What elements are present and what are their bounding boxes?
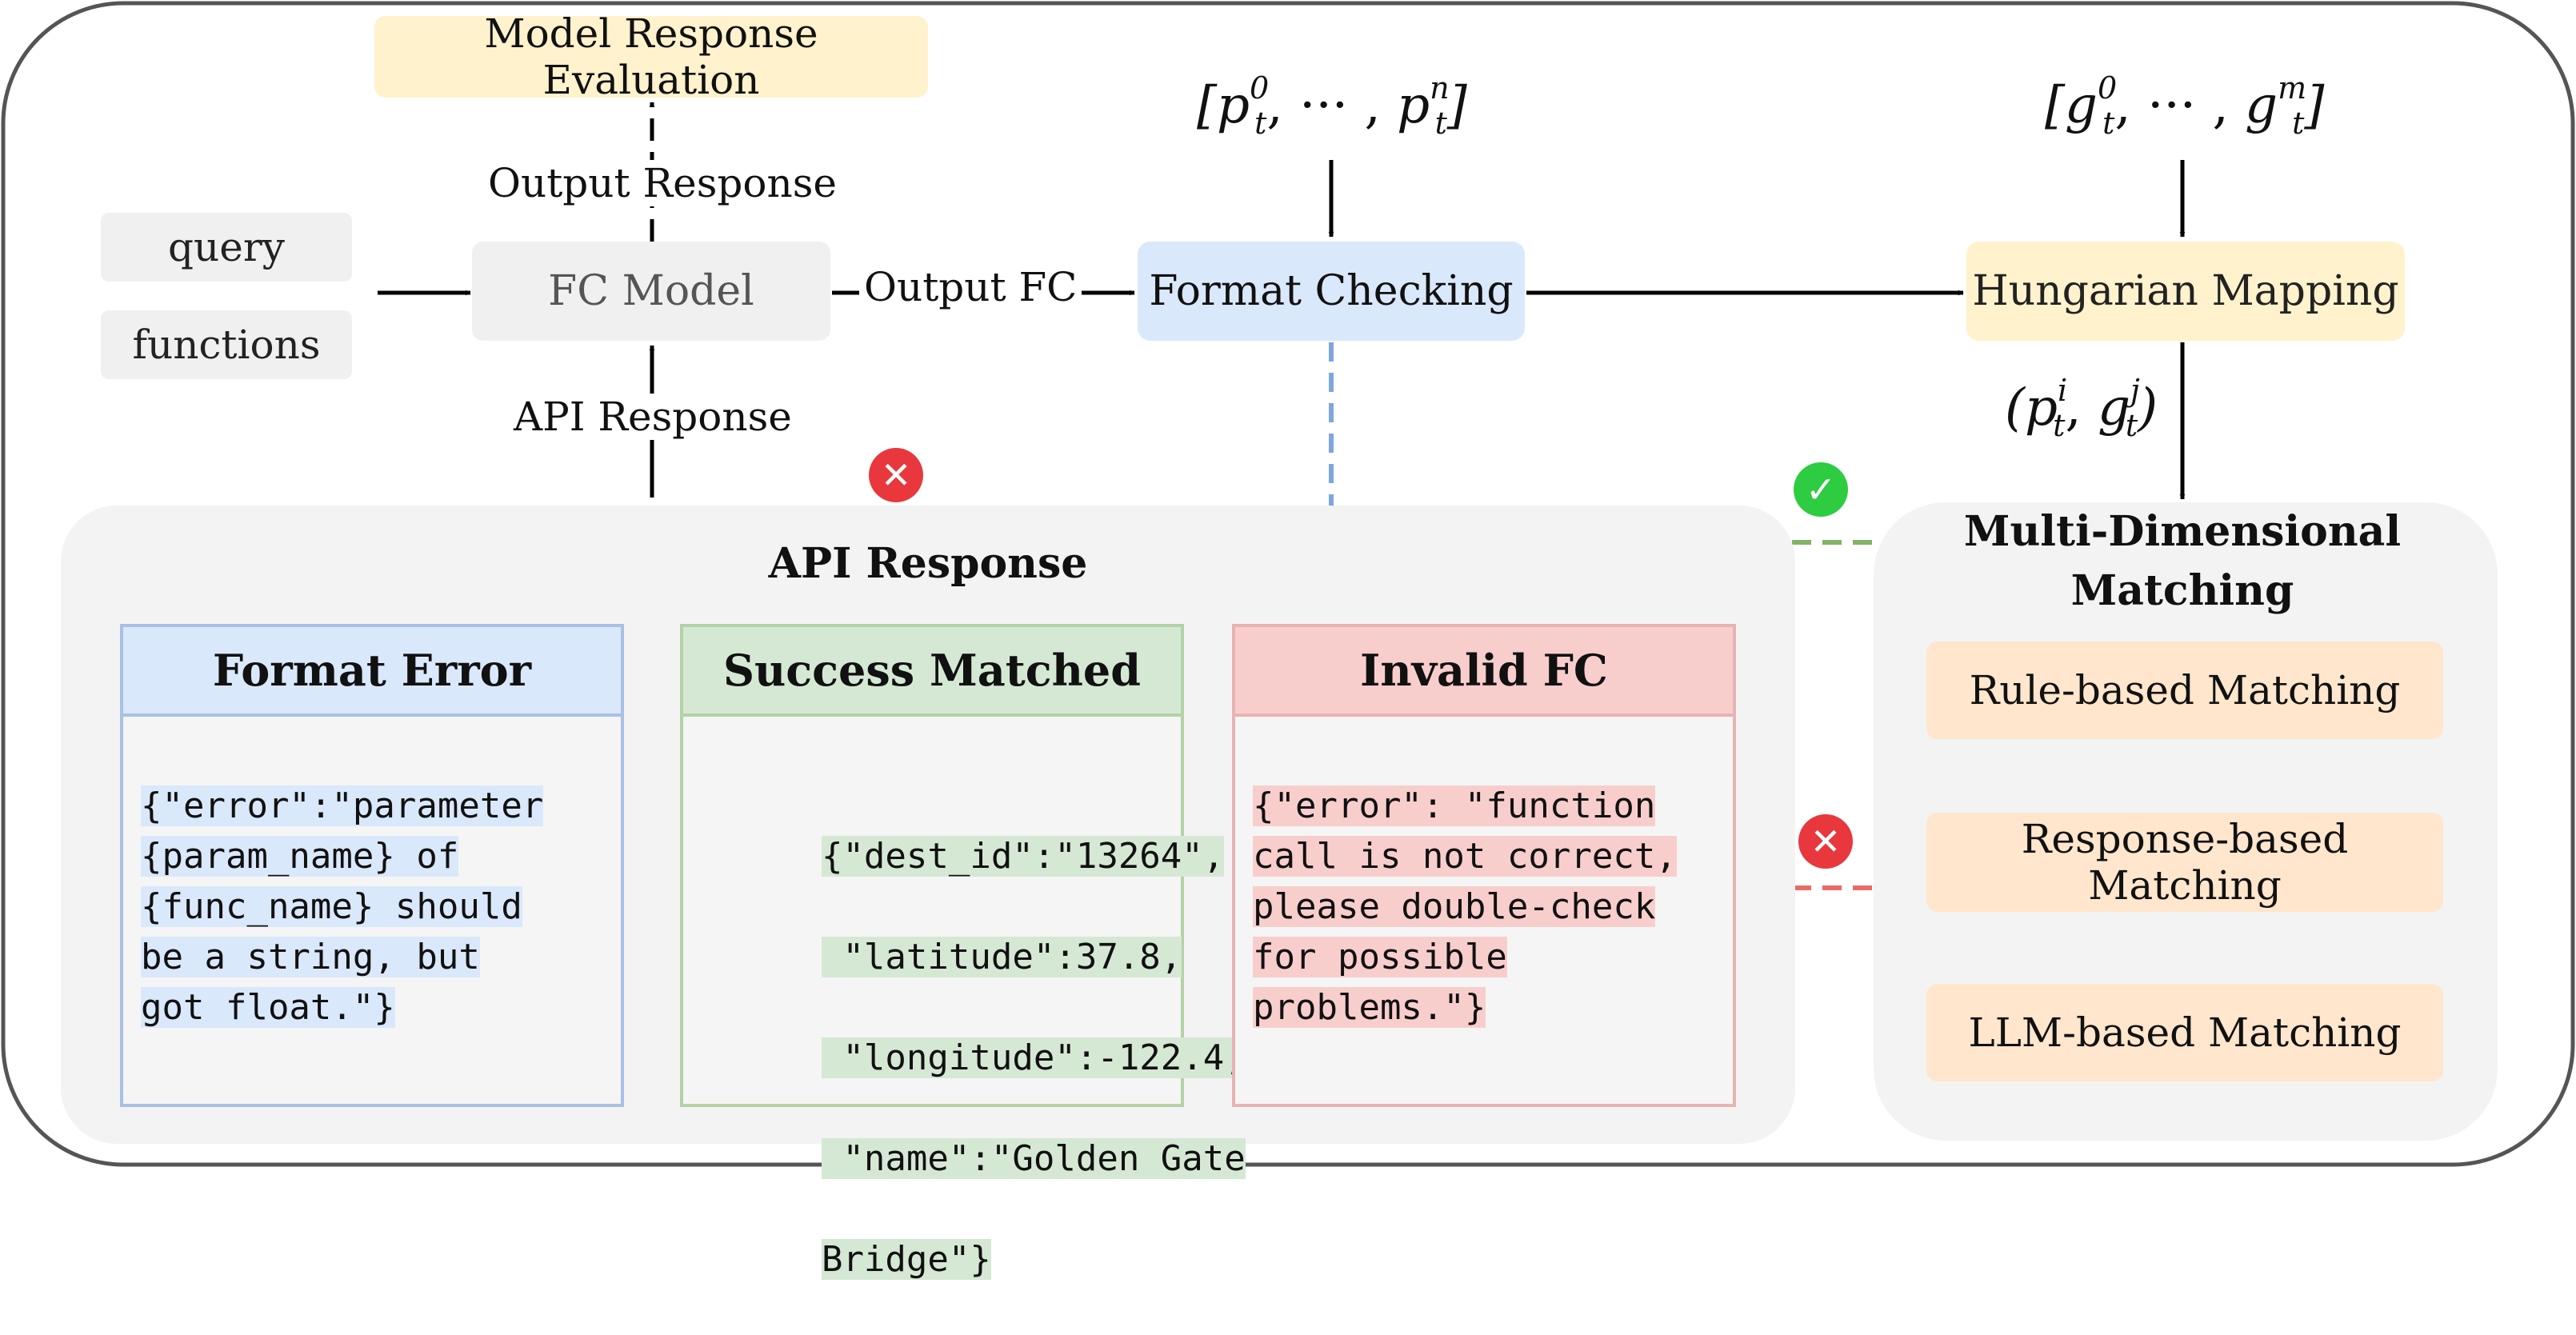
matching-title-line: Multi-Dimensional — [1963, 507, 2402, 556]
predicted-calls-expression: [p0t, ··· , pnt] — [1197, 70, 1467, 141]
message-line: "latitude":37.8, — [821, 937, 1182, 977]
outer-frame — [1, 1, 2575, 1167]
check-icon: ✓ — [1794, 462, 1848, 517]
math-ellipsis: , ··· , — [2114, 76, 2246, 135]
math-symbol-g: g — [2098, 378, 2131, 438]
rule-based-matching-box: Rule-based Matching — [1926, 642, 2443, 739]
matching-title-line: Matching — [2070, 566, 2294, 615]
cross-icon: ✕ — [1798, 814, 1853, 869]
invalid-fc-message: {"error": "function call is not correct,… — [1235, 717, 1733, 1033]
ground-truth-calls-expression: [g0t, ··· , gmt] — [2045, 70, 2324, 141]
message-line: call is not correct, — [1253, 836, 1677, 877]
math-subscript: t — [1434, 106, 1447, 141]
math-superscript: i — [2057, 373, 2068, 408]
math-symbol-g: g — [2064, 76, 2098, 135]
api-response-panel-title: API Response — [768, 539, 1088, 588]
math-bracket: [ — [2045, 76, 2065, 135]
hungarian-mapping-box: Hungarian Mapping — [1966, 242, 2405, 341]
invalid-fc-card: Invalid FC {"error": "function call is n… — [1232, 624, 1736, 1107]
diagram-canvas: Model Response Evaluation Output Respons… — [1, 1, 2575, 1280]
fc-model-box: FC Model — [472, 242, 830, 341]
math-symbol-p: p — [1397, 76, 1430, 135]
api-response-label: API Response — [509, 394, 797, 440]
math-symbol-p: p — [1216, 76, 1250, 135]
math-superscript: j — [2130, 373, 2140, 408]
math-ellipsis: , ··· , — [1266, 76, 1398, 135]
cross-icon: ✕ — [869, 448, 923, 502]
message-line: "name":"Golden Gate — [821, 1138, 1246, 1179]
format-error-message: {"error":"parameter {param_name} of {fun… — [123, 717, 621, 1033]
output-fc-label: Output FC — [859, 264, 1082, 310]
format-error-card: Format Error {"error":"parameter {param_… — [120, 624, 624, 1107]
success-matched-message: {"dest_id":"13264", "latitude":37.8, "lo… — [683, 717, 1246, 1335]
math-superscript: n — [1430, 70, 1450, 106]
math-symbol-g: g — [2245, 76, 2278, 135]
output-response-label: Output Response — [483, 160, 842, 206]
query-input: query — [101, 213, 352, 282]
response-based-matching-box: Response-based Matching — [1926, 813, 2443, 912]
matching-panel-title: Multi-Dimensional Matching — [1874, 502, 2491, 621]
success-matched-title: Success Matched — [683, 627, 1181, 717]
format-checking-box: Format Checking — [1138, 242, 1525, 341]
math-superscript: 0 — [1249, 70, 1270, 106]
message-line: {"dest_id":"13264", — [821, 836, 1225, 877]
invalid-fc-title: Invalid FC — [1235, 627, 1733, 717]
message-line: {func_name} should — [141, 886, 522, 927]
message-line: problems."} — [1253, 987, 1486, 1028]
message-line: Bridge"} — [821, 1239, 991, 1280]
message-line: be a string, but — [141, 937, 480, 977]
math-superscript: m — [2278, 70, 2307, 106]
message-line: for possible — [1253, 937, 1507, 977]
math-paren: ) — [2138, 378, 2158, 438]
success-matched-card: Success Matched {"dest_id":"13264", "lat… — [680, 624, 1246, 1280]
model-response-evaluation-box: Model Response Evaluation — [374, 10, 928, 103]
message-line: "longitude":-122.4, — [821, 1037, 1246, 1078]
math-subscript: t — [2102, 106, 2115, 141]
llm-based-matching-box: LLM-based Matching — [1926, 984, 2443, 1081]
message-line: {"error":"parameter — [141, 785, 544, 826]
math-subscript: t — [2125, 408, 2138, 443]
message-line: please double-check — [1253, 886, 1656, 927]
math-paren: ( — [2005, 378, 2025, 438]
math-subscript: t — [1254, 106, 1267, 141]
math-symbol-p: p — [2024, 378, 2058, 438]
math-subscript: t — [2053, 408, 2066, 443]
math-superscript: 0 — [2097, 70, 2118, 106]
message-line: {param_name} of — [141, 836, 459, 877]
message-line: {"error": "function — [1253, 785, 1656, 826]
math-comma: , — [2065, 378, 2098, 438]
math-subscript: t — [2292, 106, 2305, 141]
math-bracket: [ — [1197, 76, 1217, 135]
math-bracket: ] — [1446, 76, 1467, 135]
functions-input: functions — [101, 310, 352, 379]
matched-pair-expression: (pit, gjt) — [2005, 373, 2158, 443]
math-bracket: ] — [2304, 76, 2325, 135]
format-error-title: Format Error — [123, 627, 621, 717]
message-line: got float."} — [141, 987, 395, 1028]
